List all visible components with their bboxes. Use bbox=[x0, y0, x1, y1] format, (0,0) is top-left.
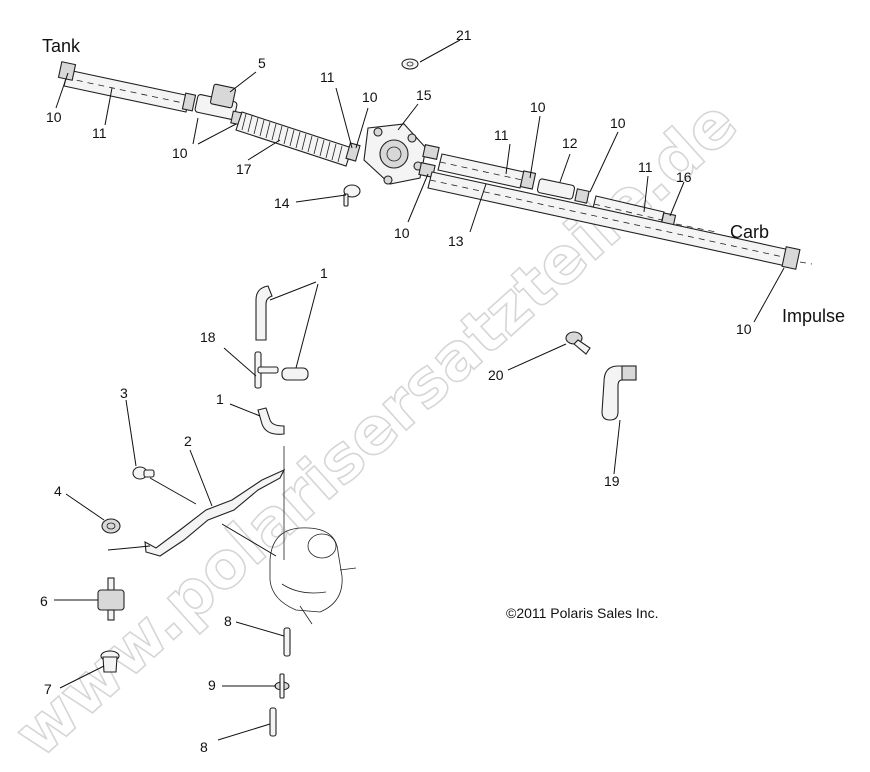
hose-clamp bbox=[601, 365, 637, 421]
callout-12: 12 bbox=[562, 135, 578, 151]
callout-16: 16 bbox=[676, 169, 692, 185]
pump-outlet-hose bbox=[437, 153, 537, 190]
bolt bbox=[565, 331, 591, 355]
callout-10-tank: 10 bbox=[46, 109, 62, 125]
carburetor bbox=[269, 446, 357, 625]
washer bbox=[401, 58, 419, 70]
callout-15: 15 bbox=[416, 87, 432, 103]
callout-numbers: 21 5 10 11 10 17 11 10 15 14 10 13 11 10… bbox=[40, 27, 752, 755]
callout-9: 9 bbox=[208, 677, 216, 693]
callout-19: 19 bbox=[604, 473, 620, 489]
screw bbox=[343, 184, 361, 207]
callout-10-right: 10 bbox=[530, 99, 546, 115]
callout-8-top: 8 bbox=[224, 613, 232, 629]
impulse-label: Impulse bbox=[782, 306, 845, 326]
fuel-filter bbox=[536, 178, 590, 204]
callout-11-far: 11 bbox=[638, 159, 653, 175]
tank-label: Tank bbox=[42, 36, 81, 56]
callout-11-mid: 11 bbox=[320, 69, 335, 85]
callout-10-mid: 10 bbox=[362, 89, 378, 105]
callout-5: 5 bbox=[258, 55, 266, 71]
check-valve bbox=[274, 673, 290, 699]
bracket-screw bbox=[132, 466, 155, 480]
callout-20: 20 bbox=[488, 367, 504, 383]
callout-17: 17 bbox=[236, 161, 252, 177]
callout-10-far: 10 bbox=[610, 115, 626, 131]
pin-lower bbox=[269, 707, 277, 737]
fuel-line-assembly bbox=[57, 58, 813, 270]
callout-11-right: 11 bbox=[494, 127, 509, 143]
callout-21: 21 bbox=[456, 27, 472, 43]
bushing bbox=[100, 650, 120, 673]
rubber-mount bbox=[97, 577, 125, 621]
pin-upper bbox=[283, 627, 291, 657]
callout-3: 3 bbox=[120, 385, 128, 401]
callout-10-low: 10 bbox=[394, 225, 410, 241]
shutoff-valve bbox=[194, 83, 244, 126]
callout-6: 6 bbox=[40, 593, 48, 609]
carb-label: Carb bbox=[730, 222, 769, 242]
callout-1-top: 1 bbox=[320, 265, 328, 281]
mounting-bracket bbox=[144, 468, 286, 557]
callout-14: 14 bbox=[274, 195, 290, 211]
callout-1-mid: 1 bbox=[216, 391, 224, 407]
tee-fitting bbox=[254, 351, 279, 389]
leader-lines bbox=[54, 39, 785, 741]
callout-2: 2 bbox=[184, 433, 192, 449]
elbow-hose-small bbox=[257, 407, 285, 435]
callout-10-valve: 10 bbox=[172, 145, 188, 161]
nut bbox=[101, 518, 121, 534]
fuel-pump bbox=[363, 123, 440, 185]
callout-13: 13 bbox=[448, 233, 464, 249]
callout-18: 18 bbox=[200, 329, 216, 345]
short-hose bbox=[281, 367, 309, 381]
lower-parts bbox=[97, 285, 637, 737]
elbow-hose bbox=[255, 285, 273, 341]
copyright-notice: ©2011 Polaris Sales Inc. bbox=[506, 605, 658, 621]
callout-11-tank: 11 bbox=[92, 125, 107, 141]
callout-8-bottom: 8 bbox=[200, 739, 208, 755]
spring-guard-hose bbox=[235, 111, 361, 167]
callout-7: 7 bbox=[44, 681, 52, 697]
tank-hose bbox=[57, 61, 197, 113]
callout-10-impulse: 10 bbox=[736, 321, 752, 337]
callout-4: 4 bbox=[54, 483, 62, 499]
impulse-hose bbox=[427, 171, 813, 270]
